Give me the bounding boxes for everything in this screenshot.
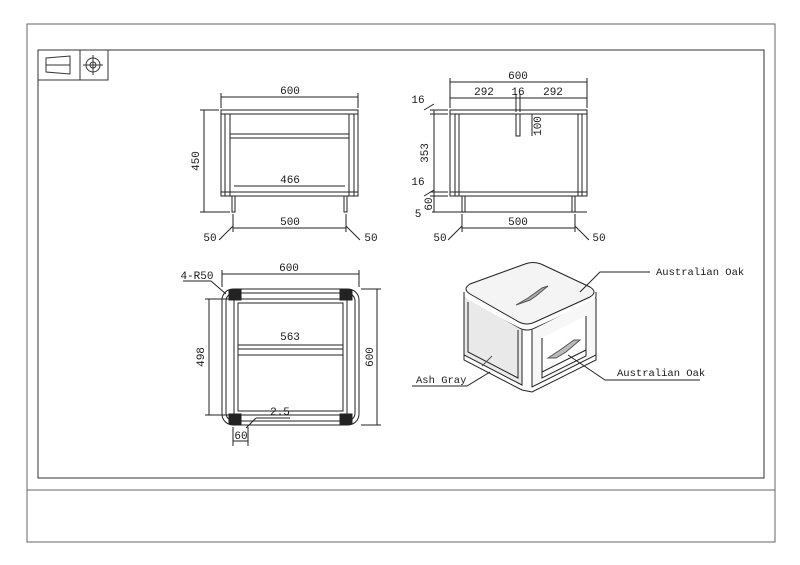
front-inner-width-dim: 466 (280, 175, 300, 187)
iso-top-grain-mark (515, 285, 549, 306)
side-right-offset-dim: 50 (592, 233, 605, 245)
top-inner-width-dim: 563 (280, 332, 300, 344)
side-center-segment-dim: 16 (511, 87, 524, 99)
iso-top-face (465, 262, 595, 325)
front-height-dim: 450 (191, 151, 203, 171)
drawing-frame (37, 49, 765, 479)
corner-radius-label: 4-R50 (180, 271, 213, 283)
side-inner-height-dim: 353 (420, 143, 432, 163)
side-right-segment-dim: 292 (543, 87, 563, 99)
side-base-width-dim: 500 (508, 217, 528, 229)
side-left-segment-dim: 292 (474, 87, 494, 99)
side-view (423, 78, 590, 241)
edge-gap-dim: 2.5 (270, 407, 290, 419)
front-width-dim: 600 (280, 86, 300, 98)
side-view-outline (449, 109, 588, 197)
front-left-offset-dim: 50 (203, 233, 216, 245)
top-inner-depth-dim: 498 (196, 347, 208, 367)
iso-left-panel (463, 297, 523, 386)
top-width-dim: 600 (279, 263, 299, 275)
side-shelf-thickness-dim: 16 (411, 177, 424, 189)
front-view (200, 93, 361, 241)
side-material-label: Ash Gray (416, 375, 466, 387)
iso-shelf-grain-mark (546, 339, 582, 359)
sheet-outer-border (26, 23, 776, 543)
third-angle-projection-icon (37, 49, 109, 81)
front-base-width-dim: 500 (280, 217, 300, 229)
leg-size-dim: 60 (234, 431, 247, 443)
side-foot-height-dim: 5 (415, 209, 422, 221)
shelf-material-label: Australian Oak (617, 368, 705, 380)
front-right-offset-dim: 50 (364, 233, 377, 245)
front-view-outline (220, 109, 359, 197)
top-view-outline (221, 288, 360, 426)
side-left-offset-dim: 50 (433, 233, 446, 245)
side-width-dim: 600 (508, 71, 528, 83)
isometric-view (412, 262, 700, 393)
side-slot-depth-dim: 100 (533, 116, 545, 136)
top-depth-dim: 600 (365, 347, 377, 367)
top-view (183, 270, 381, 446)
side-top-thickness-dim: 16 (411, 95, 424, 107)
side-leg-height-dim: 60 (424, 197, 436, 210)
top-material-label: Australian Oak (656, 267, 744, 279)
